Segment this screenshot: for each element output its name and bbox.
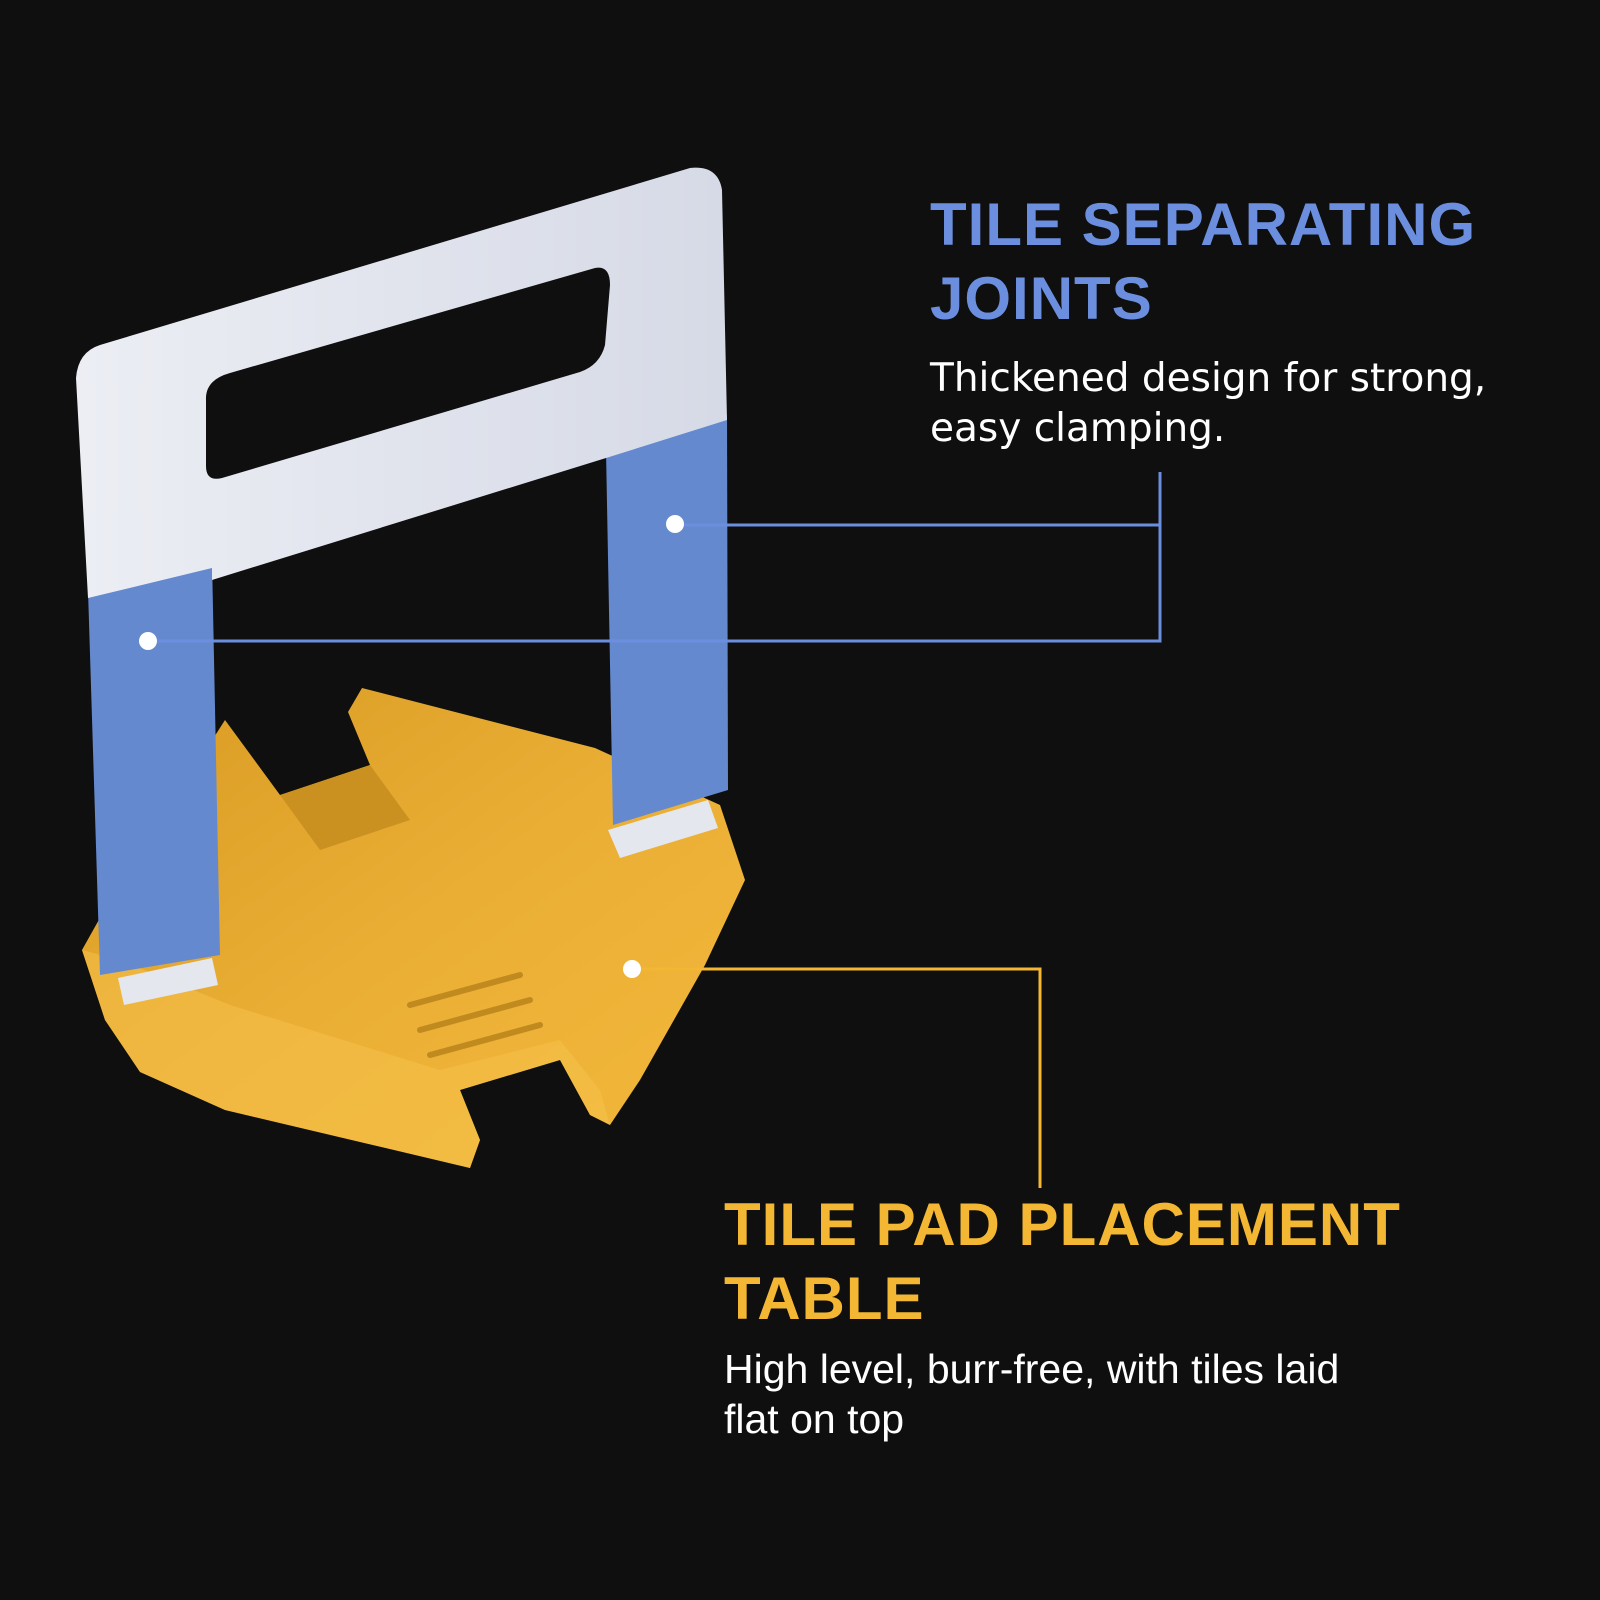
callout-pad-placement-table: TILE PAD PLACEMENT TABLE High level, bur… (724, 1188, 1464, 1444)
callout-title-line: TILE SEPARATING (930, 191, 1477, 258)
callout-description: Thickened design for strong, easy clampi… (930, 354, 1570, 454)
right-leg (606, 415, 728, 825)
marker-dot-right-leg (666, 515, 684, 533)
marker-dot-left-leg (139, 632, 157, 650)
base-notch-shadow (280, 765, 410, 850)
leader-line-yellow (632, 967, 1042, 1188)
grip-ridges (407, 972, 543, 1058)
blue-legs (88, 415, 728, 1005)
callout-separating-joints: TILE SEPARATING JOINTS Thickened design … (930, 188, 1570, 454)
right-foot (608, 800, 718, 858)
callout-title: TILE SEPARATING JOINTS (930, 188, 1570, 336)
tile-pad-base (82, 688, 745, 1168)
callout-title-line: TILE PAD PLACEMENT (724, 1191, 1401, 1258)
left-foot (118, 958, 218, 1005)
base-side-shadow (82, 950, 610, 1168)
callout-title-line: TABLE (724, 1265, 925, 1332)
callout-description-line: easy clamping. (930, 406, 1226, 451)
clip-top (76, 167, 727, 598)
callout-description-line: Thickened design for strong, (930, 356, 1487, 401)
callout-description: High level, burr-free, with tiles laid f… (724, 1344, 1464, 1444)
marker-dot-base (623, 960, 641, 978)
leader-lines-blue (148, 472, 1162, 643)
callout-description-line: flat on top (724, 1396, 905, 1442)
callout-description-line: High level, burr-free, with tiles laid (724, 1346, 1340, 1392)
left-leg (88, 560, 220, 975)
callout-title-line: JOINTS (930, 265, 1153, 332)
callout-title: TILE PAD PLACEMENT TABLE (724, 1188, 1464, 1336)
clip-top-shape (76, 167, 727, 598)
